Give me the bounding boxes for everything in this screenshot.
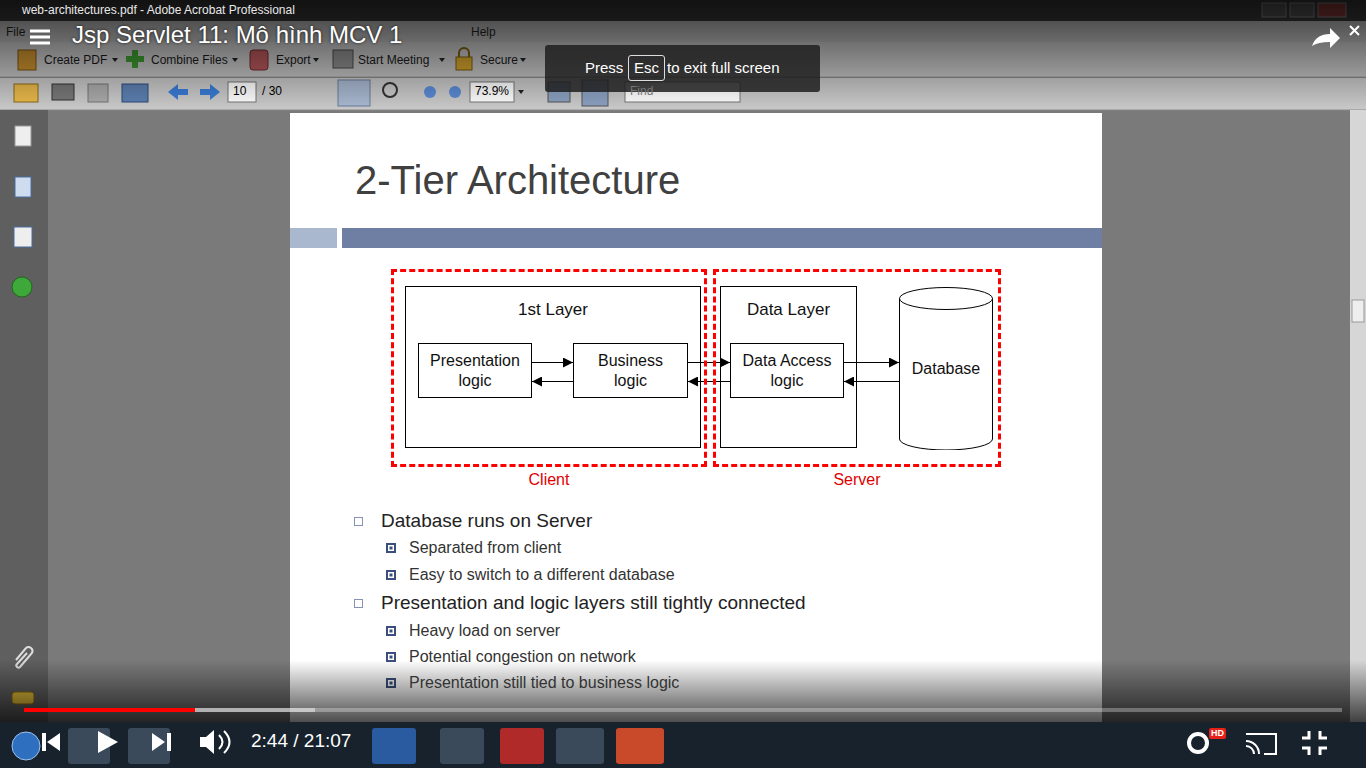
node-label: Data Access logic bbox=[740, 351, 834, 389]
region-label: Client bbox=[394, 470, 704, 489]
bullet-text: Database runs on Server bbox=[381, 510, 592, 533]
node-label: Data Layer bbox=[721, 300, 856, 320]
flow-arrow bbox=[688, 381, 730, 382]
flow-arrow bbox=[688, 362, 730, 363]
logic-box: Business logic bbox=[573, 343, 688, 398]
menu-item: File bbox=[6, 25, 25, 39]
database-cylinder: Database bbox=[899, 287, 993, 450]
region-label: Server bbox=[716, 470, 998, 489]
fullscreen-hint: to exit full screen bbox=[667, 59, 780, 77]
page-count: / 30 bbox=[262, 84, 282, 98]
toolbar-button: Secure bbox=[480, 53, 518, 67]
toolbar-button: Combine Files bbox=[151, 53, 228, 67]
video-time: 2:44 / 21:07 bbox=[251, 730, 351, 753]
logic-box: Data Access logic bbox=[730, 343, 844, 398]
toolbar-button: Export bbox=[276, 53, 311, 67]
key-badge: Esc bbox=[628, 55, 665, 81]
window-title: web-architectures.pdf - Adobe Acrobat Pr… bbox=[22, 3, 295, 17]
layer-box: Presentation logic Business logic 1st Laye… bbox=[405, 286, 701, 448]
tier-region: Presentation logic Business logic 1st Laye… bbox=[391, 269, 707, 467]
flow-arrow bbox=[844, 381, 899, 382]
tier-region: Data Access logicData LayerDatabaseServe… bbox=[713, 269, 1001, 467]
video-title: Jsp Servlet 11: Mô hình MCV 1 bbox=[72, 21, 402, 50]
toolbar-button: Start Meeting bbox=[358, 53, 429, 67]
page-number: 10 bbox=[233, 84, 246, 98]
sub-bullet-text: Presentation still tied to business logi… bbox=[409, 673, 679, 692]
zoom-value: 73.9% bbox=[475, 84, 509, 98]
quality-badge: HD bbox=[1209, 728, 1226, 739]
node-label: 1st Layer bbox=[406, 300, 700, 320]
flow-arrow bbox=[532, 381, 573, 382]
flow-arrow bbox=[844, 362, 899, 363]
node-label: Business logic bbox=[583, 351, 678, 389]
logic-box: Presentation logic bbox=[418, 343, 532, 398]
node-label: Database bbox=[912, 359, 981, 378]
slide-title: 2-Tier Architecture bbox=[355, 156, 680, 204]
flow-arrow bbox=[532, 362, 573, 363]
fullscreen-hint: Press bbox=[585, 59, 623, 77]
search-field: Find bbox=[630, 84, 653, 98]
layer-box: Data Access logic Data Layer bbox=[720, 286, 857, 448]
sub-bullet-text: Easy to switch to a different database bbox=[409, 565, 675, 584]
bullet-text: Presentation and logic layers still tigh… bbox=[381, 592, 806, 615]
sub-bullet-text: Heavy load on server bbox=[409, 621, 560, 640]
sub-bullet-text: Separated from client bbox=[409, 538, 561, 557]
sub-bullet-text: Potential congestion on network bbox=[409, 647, 636, 666]
menu-item: Help bbox=[471, 25, 496, 39]
node-label: Presentation logic bbox=[428, 351, 522, 389]
toolbar-button: Create PDF bbox=[44, 53, 107, 67]
